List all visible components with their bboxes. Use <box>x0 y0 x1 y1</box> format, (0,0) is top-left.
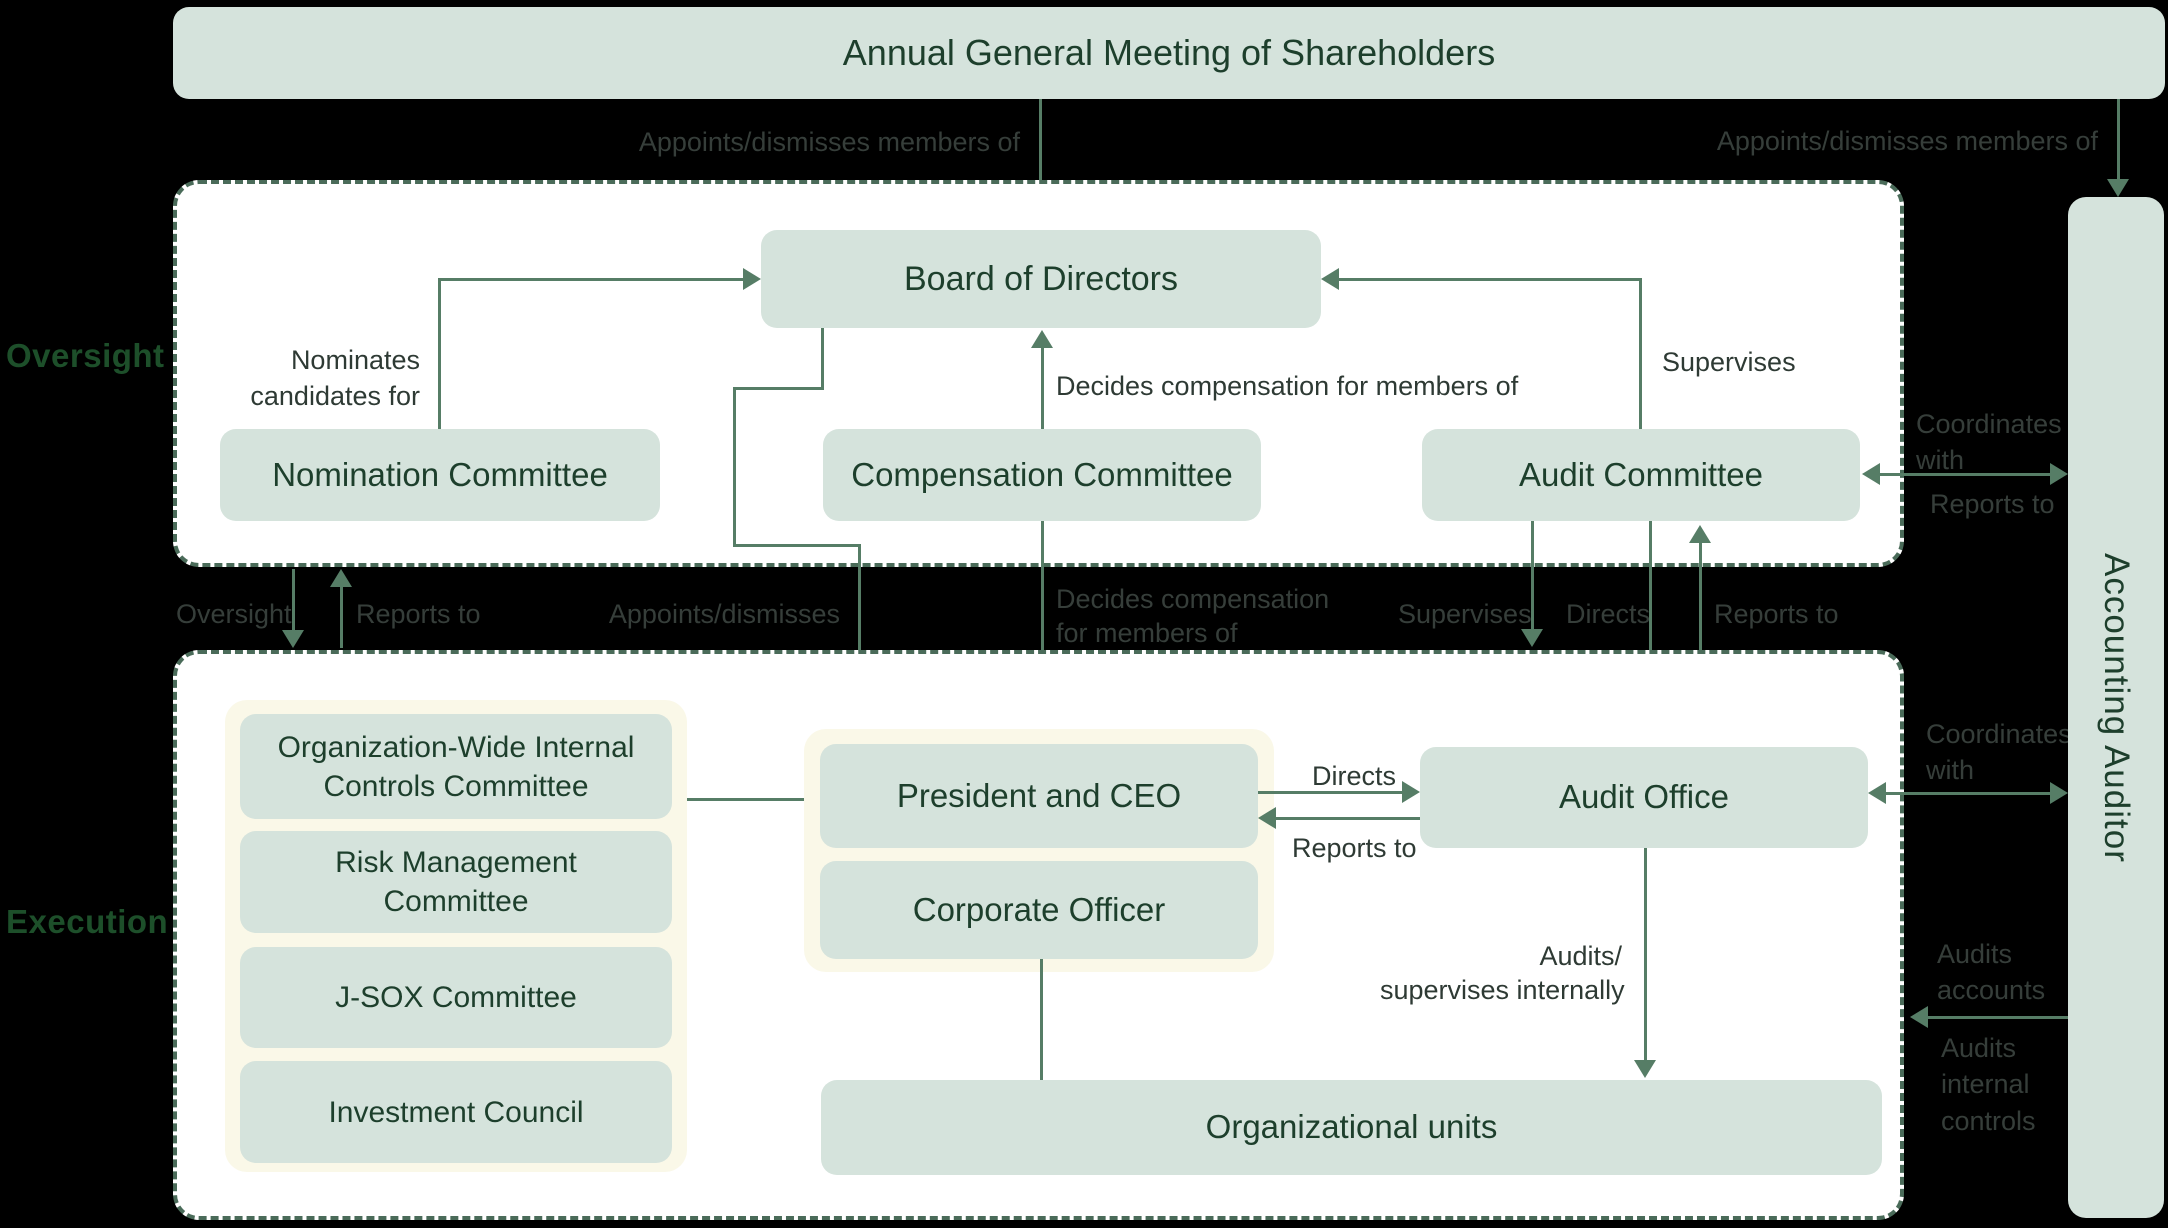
node-organizational-units: Organizational units <box>821 1080 1882 1175</box>
edge-oversight-down-line <box>292 569 295 631</box>
label-gap-decides-line1: Decides compensation <box>1056 584 1330 614</box>
edge-nomination-board-arrowhead <box>743 268 761 290</box>
label-nominates-candidates: Nominates candidates for <box>250 345 420 412</box>
node-nomination-committee: Nomination Committee <box>220 429 660 521</box>
edge-directs-auditoffice-line <box>1649 521 1652 729</box>
label-coordinates-with-bottom: Coordinates with <box>1926 719 2072 786</box>
edge-board-ceo-compensation-line <box>1041 521 1044 716</box>
node-board-of-directors: Board of Directors <box>761 230 1321 328</box>
node-annual-general-meeting-label: Annual General Meeting of Shareholders <box>842 31 1496 73</box>
edge-ceo-auditoffice-line <box>1258 791 1406 794</box>
label-coordinates-with-top: Coordinates with <box>1916 409 2062 476</box>
label-reports-to-top: Reports to <box>1930 489 2055 519</box>
label-appoints-dismisses-left: Appoints/dismisses members of <box>638 127 1020 157</box>
edge-ceo-auditoffice-arrowhead <box>1402 781 1420 803</box>
node-audit-committee-label: Audit Committee <box>1519 455 1763 493</box>
node-president-ceo: President and CEO <box>820 744 1258 848</box>
edge-agm-auditor-line <box>2117 99 2120 183</box>
edge-agm-auditor-arrowhead <box>2107 179 2129 197</box>
node-annual-general-meeting: Annual General Meeting of Shareholders <box>173 7 2165 99</box>
edge-auditoffice-ceo-arrowhead <box>1258 807 1276 829</box>
label-gap-supervises: Supervises <box>1398 599 1532 629</box>
edge-supervises-exec-line <box>1531 521 1534 631</box>
edge-auditcommittee-auditor-line <box>1876 473 2054 476</box>
edge-auditcommittee-board-vline <box>1639 278 1642 429</box>
label-audits-supervises-line1: Audits/ <box>1539 941 1622 971</box>
execution-section-label: Execution <box>6 903 169 940</box>
edge-agm-board-line <box>1039 99 1042 215</box>
node-audit-committee: Audit Committee <box>1422 429 1860 521</box>
label-supervises-board: Supervises <box>1662 347 1796 377</box>
edge-auditor-execution-arrowhead <box>1910 1006 1928 1028</box>
edge-board-ceo-seg2 <box>733 387 824 390</box>
node-audit-office: Audit Office <box>1420 747 1868 848</box>
oversight-section-label: Oversight <box>6 337 165 374</box>
edge-auditoffice-orgunits-line <box>1644 848 1647 1060</box>
label-decides-compensation-board: Decides compensation for members of <box>1056 371 1519 401</box>
node-board-of-directors-label: Board of Directors <box>904 259 1178 298</box>
node-audit-office-label: Audit Office <box>1559 778 1729 816</box>
node-investment-council: Investment Council <box>240 1061 672 1163</box>
edge-compensation-board-line <box>1041 344 1044 429</box>
edge-auditcommittee-board-hline <box>1333 278 1641 281</box>
edge-nomination-board-vline <box>438 278 441 429</box>
edge-auditoffice-orgunits-arrowhead <box>1634 1060 1656 1078</box>
edge-board-ceo-seg4 <box>733 544 861 547</box>
node-president-ceo-label: President and CEO <box>896 776 1182 814</box>
edge-auditoffice-auditor-line <box>1882 792 2054 795</box>
edge-board-ceo-seg1 <box>821 328 824 390</box>
label-gap-decides-line2: for members of <box>1056 618 1238 648</box>
edge-auditoffice-reports-line <box>1699 543 1702 747</box>
label-audits-accounts: Audits accounts <box>1937 939 2046 1006</box>
edge-reportsto-up-arrowhead <box>330 569 352 587</box>
edge-auditoffice-auditor-arrowhead-left <box>1868 782 1886 804</box>
node-accounting-auditor: Accounting Auditor <box>2068 197 2164 1218</box>
edge-oversight-down-arrowhead <box>282 630 304 648</box>
node-risk-management-committee: Risk Management Committee <box>240 831 672 933</box>
edge-committees-ceo-line <box>687 798 804 801</box>
label-gap-appoints-dismisses: Appoints/dismisses <box>608 599 840 629</box>
node-jsox-committee: J-SOX Committee <box>240 947 672 1048</box>
edge-auditoffice-ceo-line <box>1274 817 1420 820</box>
label-directs-ceo: Directs <box>1312 761 1397 791</box>
node-nomination-committee-label: Nomination Committee <box>272 455 608 493</box>
label-gap-reports-to-right: Reports to <box>1714 599 1839 629</box>
edge-auditor-execution-line <box>1926 1016 2068 1019</box>
edge-supervises-exec-arrowhead <box>1521 629 1543 647</box>
label-gap-reports-to: Reports to <box>356 599 481 629</box>
node-accounting-auditor-label: Accounting Auditor <box>2097 552 2136 863</box>
edge-nomination-board-hline <box>438 278 743 281</box>
label-reports-to-ceo: Reports to <box>1292 833 1417 863</box>
node-corporate-officer-label: Corporate Officer <box>912 890 1166 928</box>
edge-auditcommittee-auditor-arrowhead-left <box>1862 463 1880 485</box>
label-audits-internal-controls: Audits internal controls <box>1941 1033 2036 1136</box>
label-gap-oversight: Oversight <box>176 599 292 629</box>
node-investment-council-label: Investment Council <box>328 1095 584 1129</box>
edge-reportsto-up-line <box>340 587 343 648</box>
label-audits-supervises-line2: supervises internally <box>1380 975 1625 1005</box>
node-corporate-officer: Corporate Officer <box>820 861 1258 959</box>
node-internal-controls-committee: Organization-Wide Internal Controls Comm… <box>240 714 672 819</box>
node-compensation-committee-label: Compensation Committee <box>851 455 1233 493</box>
node-internal-controls-committee-label: Organization-Wide Internal Controls Comm… <box>277 730 635 803</box>
edge-auditcommittee-auditor-arrowhead-right <box>2050 463 2068 485</box>
label-gap-directs: Directs <box>1566 599 1651 629</box>
label-appoints-dismisses-right: Appoints/dismisses members of <box>1716 126 2098 156</box>
edge-board-ceo-seg5 <box>858 544 861 716</box>
edge-compensation-board-arrowhead <box>1031 330 1053 348</box>
edge-auditoffice-auditor-arrowhead-right <box>2050 782 2068 804</box>
edge-board-ceo-seg3 <box>733 387 736 547</box>
node-jsox-committee-label: J-SOX Committee <box>335 981 577 1014</box>
node-compensation-committee: Compensation Committee <box>823 429 1261 521</box>
node-risk-management-committee-label: Risk Management Committee <box>335 846 577 918</box>
edge-auditoffice-reports-arrowhead <box>1689 525 1711 543</box>
node-organizational-units-label: Organizational units <box>1205 1108 1498 1146</box>
edge-auditcommittee-board-arrowhead <box>1321 268 1339 290</box>
edge-officer-orgunits-line <box>1040 959 1043 1080</box>
